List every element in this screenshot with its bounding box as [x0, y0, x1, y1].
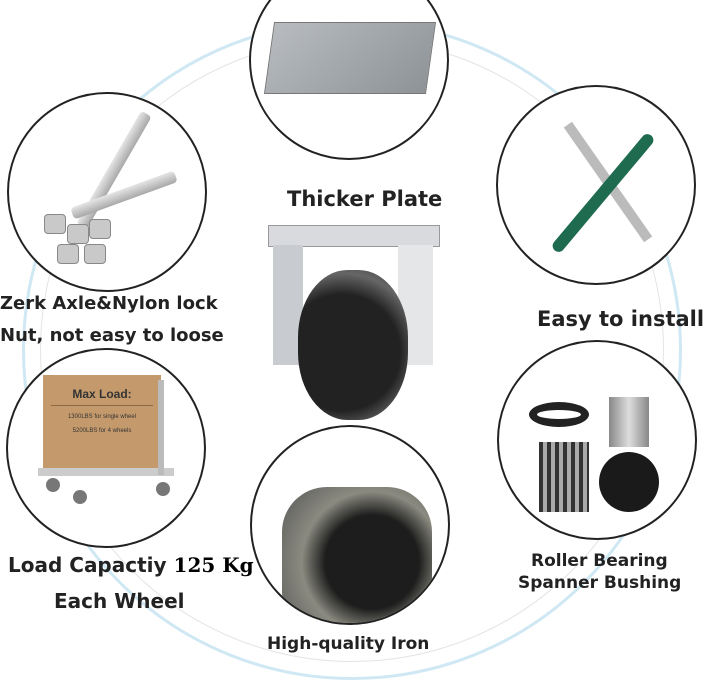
axle-nut-image — [7, 92, 207, 292]
iron-wheel-image — [250, 425, 450, 625]
mounting-plate — [263, 22, 437, 94]
trolley-wheel — [46, 478, 60, 492]
trolley-handle — [158, 380, 164, 475]
bearing-label-line2: Spanner Bushing — [518, 573, 682, 593]
axle-label-line2: Nut, not easy to loose — [0, 325, 224, 346]
plate-image — [249, 0, 449, 160]
max-load-title: Max Load: — [72, 387, 132, 401]
bolt — [70, 170, 178, 220]
cardboard-box: Max Load: 1300LBS for single wheel 5200L… — [43, 375, 161, 475]
thicker-plate-label: Thicker Plate — [287, 187, 443, 211]
each-wheel-label: Each Wheel — [54, 589, 185, 613]
load-trolley-image: Max Load: 1300LBS for single wheel 5200L… — [6, 348, 206, 548]
trolley-wheel — [156, 482, 170, 496]
nut — [84, 244, 106, 264]
trolley-platform — [38, 468, 174, 476]
nut — [44, 214, 66, 234]
washer — [529, 402, 589, 427]
nut — [67, 224, 89, 244]
caster-wheel-image — [268, 225, 440, 420]
caster-top-plate — [268, 225, 440, 247]
iron-label: High-quality Iron — [267, 634, 430, 654]
bushing — [609, 397, 649, 447]
max-load-single: 1300LBS for single wheel — [67, 414, 137, 420]
load-value: 125 Kg — [173, 553, 254, 577]
axle-label-line1: Zerk Axle&Nylon lock — [0, 293, 218, 314]
trolley-wheel — [73, 490, 87, 504]
roller-bearing — [539, 442, 589, 512]
nut — [89, 219, 111, 239]
spanner-bushing — [599, 452, 659, 512]
easy-install-label: Easy to install — [537, 307, 704, 331]
nut — [57, 244, 79, 264]
tools-image — [496, 85, 696, 285]
bearing-image — [497, 340, 697, 540]
load-label: Load Capactiy — [8, 553, 167, 577]
caster-wheel — [298, 270, 408, 420]
max-load-four: 5200LBS for 4 wheels — [72, 428, 132, 434]
load-capacity-label: Load Capactiy 125 Kg — [8, 553, 254, 577]
bearing-label-line1: Roller Bearing — [531, 551, 668, 571]
iron-wheel-closeup — [282, 487, 432, 623]
